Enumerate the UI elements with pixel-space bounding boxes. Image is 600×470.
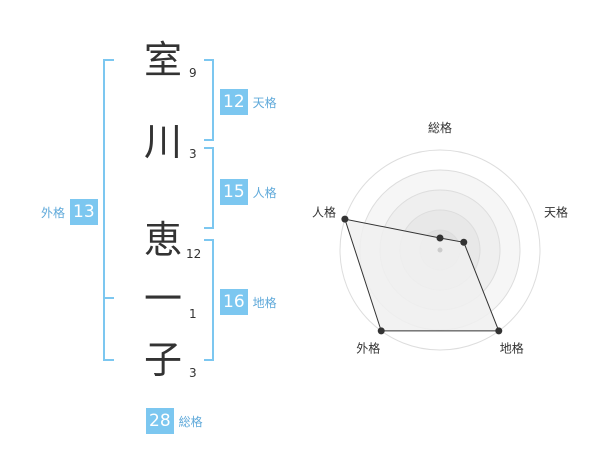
name-char-3: 恵 — [143, 218, 182, 262]
radar-axis-label-4: 外格 — [356, 341, 380, 356]
tenkaku-label: 天格 — [252, 95, 277, 110]
stroke-count-5: 3 — [189, 366, 197, 380]
chikaku-value: 16 — [220, 289, 248, 315]
jinkaku-value: 15 — [220, 179, 248, 205]
jinkaku-badge: 15 人格 — [220, 179, 277, 205]
radar-point-2 — [460, 238, 468, 246]
soukaku-label: 総格 — [178, 414, 203, 429]
radar-center — [437, 247, 443, 253]
radar-point-5 — [341, 215, 349, 223]
gaikaku-value: 13 — [70, 199, 98, 225]
tenkaku-value: 12 — [220, 89, 248, 115]
chikaku-label: 地格 — [252, 295, 277, 310]
radar-axis-label-5: 人格 — [312, 204, 336, 219]
name-char-2: 川 — [143, 120, 182, 164]
jinkaku-label: 人格 — [252, 185, 277, 200]
radar-axis-label-2: 天格 — [544, 204, 568, 219]
stroke-count-2: 3 — [189, 147, 197, 161]
tenkaku-badge: 12 天格 — [220, 89, 277, 115]
stroke-count-3: 12 — [186, 247, 202, 261]
name-char-1: 室 — [143, 38, 182, 82]
soukaku-value: 28 — [146, 408, 174, 434]
radar-point-3 — [495, 327, 503, 335]
stroke-count-4: 1 — [189, 307, 197, 321]
stroke-count-1: 9 — [189, 66, 197, 80]
chikaku-badge: 16 地格 — [220, 289, 277, 315]
gaikaku-label: 外格 — [41, 205, 66, 220]
radar-point-1 — [436, 234, 444, 242]
soukaku-badge: 28 総格 — [146, 408, 203, 434]
radar-area — [344, 218, 500, 332]
radar-axis-label-3: 地格 — [500, 341, 524, 356]
name-char-5: 子 — [143, 338, 182, 382]
radar-point-4 — [377, 327, 385, 335]
radar-axis-label-1: 総格 — [428, 120, 452, 135]
name-char-4: 一 — [143, 277, 182, 321]
gaikaku-badge: 外格 13 — [41, 199, 98, 225]
